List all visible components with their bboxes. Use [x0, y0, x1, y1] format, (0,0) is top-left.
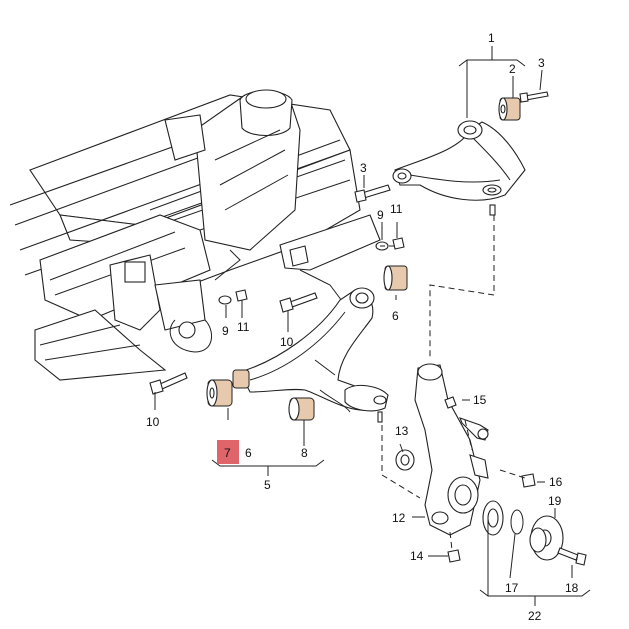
callout-14: 14: [410, 549, 424, 563]
hub-bolt-18: [557, 547, 587, 566]
callout-22: 22: [528, 609, 542, 623]
callout-15: 15: [473, 393, 487, 407]
callout-1: 1: [488, 31, 495, 45]
callout-13: 13: [395, 424, 409, 438]
lower-control-arm: [239, 287, 389, 423]
callout-6-lower: 6: [245, 446, 252, 460]
callout-12: 12: [392, 511, 406, 525]
callout-2: 2: [509, 62, 516, 76]
bolt-10-middle: [279, 292, 318, 313]
callout-17: 17: [505, 581, 519, 595]
nut-9-washer-11-lower: [218, 289, 248, 305]
bushing-7: [206, 379, 233, 407]
lower-arm-bush: [232, 369, 250, 389]
nut-13: [395, 449, 415, 471]
callout-10-middle: 10: [280, 335, 294, 349]
bolt-14: [447, 549, 461, 563]
callout-10-left: 10: [146, 415, 160, 429]
wheel-bearing-housing: [414, 363, 489, 536]
assembly-lines: [380, 215, 526, 551]
callout-3-top: 3: [538, 56, 545, 70]
callout-16: 16: [549, 475, 563, 489]
wheel-hub-19: [529, 515, 564, 561]
bolt-15: [444, 396, 457, 409]
wheel-bearing: [482, 500, 504, 536]
callout-9-upper: 9: [377, 208, 384, 222]
callout-9-lower: 9: [222, 324, 229, 338]
callout-5: 5: [264, 478, 271, 492]
tie-rod-end: [459, 417, 489, 441]
upper-control-arm: [392, 120, 526, 216]
callout-3-left: 3: [360, 161, 367, 175]
leader-lines: [154, 46, 591, 606]
callout-8: 8: [301, 446, 308, 460]
nut-16: [521, 473, 536, 488]
callout-6-upper: 6: [392, 309, 399, 323]
bolt-3-left: [354, 184, 391, 203]
bolt-10-left: [149, 372, 188, 395]
subframe: [9, 89, 381, 381]
bushing-6-upper: [383, 265, 408, 291]
circlip-17: [510, 509, 524, 535]
bolt-3-top: [519, 91, 549, 103]
callout-labels: 1 2 3 3 9 11 6 9 11 10 10 7 6 8 5 13 15 …: [146, 31, 579, 623]
bushing-8: [288, 397, 315, 421]
highlight-box-7: [217, 440, 239, 464]
callout-7: 7: [224, 446, 231, 460]
callout-18: 18: [565, 581, 579, 595]
callout-19: 19: [548, 494, 562, 508]
callout-11-upper: 11: [390, 202, 403, 216]
upper-arm-bushing-2: [498, 97, 521, 121]
callout-11-lower: 11: [237, 320, 250, 334]
